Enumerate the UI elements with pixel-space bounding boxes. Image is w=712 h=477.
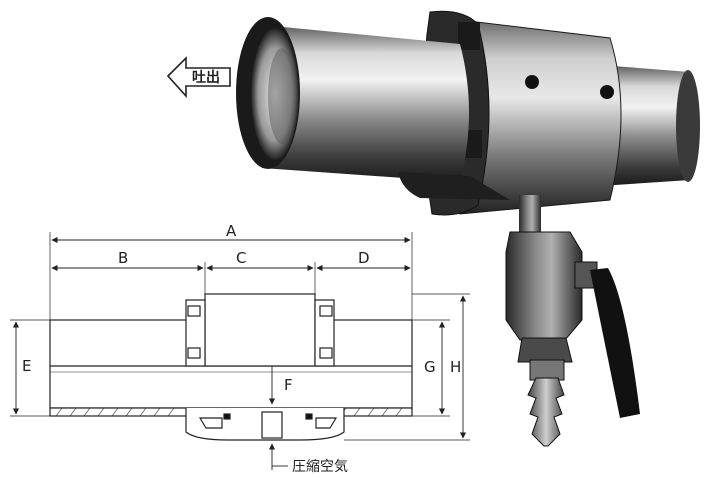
drawing-oring-left bbox=[223, 413, 231, 420]
flow-direction-indicator: 吐出 bbox=[166, 56, 231, 99]
dimension-labels: A B C D E F G H 圧縮空気 bbox=[22, 222, 461, 475]
drawing-seal-right bbox=[315, 417, 338, 429]
front-tube bbox=[262, 25, 469, 182]
left-arrow-icon bbox=[166, 56, 231, 99]
dim-e-label: E bbox=[22, 357, 31, 375]
body-hole-2 bbox=[600, 85, 614, 99]
drawing-center-body bbox=[204, 293, 316, 367]
drawing-left-flange-bolt bbox=[187, 305, 201, 317]
product-photo bbox=[236, 10, 700, 447]
valve-stem bbox=[519, 195, 541, 235]
drawing-seal-left bbox=[198, 417, 223, 429]
rear-tube-end bbox=[676, 70, 700, 182]
compressed-air-label: 圧縮空気 bbox=[292, 459, 348, 475]
body-hole-1 bbox=[525, 75, 539, 89]
flow-direction-label: 吐出 bbox=[192, 69, 220, 86]
dim-c-label: C bbox=[236, 249, 246, 267]
clamp-bolt-1 bbox=[458, 22, 480, 50]
dim-h-label: H bbox=[450, 358, 461, 376]
dim-d-label: D bbox=[358, 249, 370, 267]
valve-body bbox=[505, 231, 583, 341]
drawing-air-inlet bbox=[261, 411, 283, 439]
valve-handle bbox=[590, 268, 640, 418]
valve-hex-lower bbox=[529, 359, 565, 381]
valve-lower-fitting bbox=[517, 337, 573, 363]
drawing-left-flange-bolt-2 bbox=[187, 347, 201, 359]
dim-b-label: B bbox=[118, 249, 128, 267]
front-mouth-inner bbox=[251, 28, 299, 160]
hose-barb bbox=[527, 377, 565, 447]
bottom-bracket bbox=[398, 172, 510, 200]
main-body bbox=[459, 19, 622, 215]
front-mouth-shadow bbox=[268, 48, 296, 144]
dim-f-label: F bbox=[284, 376, 293, 394]
dimension-drawing bbox=[10, 232, 470, 470]
drawing-oring-right bbox=[305, 413, 313, 420]
drawing-right-flange-bolt bbox=[319, 305, 333, 317]
drawing-right-flange-bolt-2 bbox=[319, 347, 333, 359]
dim-a-label: A bbox=[226, 222, 237, 240]
rear-tube bbox=[600, 65, 699, 186]
dim-g-label: G bbox=[424, 358, 436, 376]
drawing-wall-hatching bbox=[55, 407, 403, 417]
